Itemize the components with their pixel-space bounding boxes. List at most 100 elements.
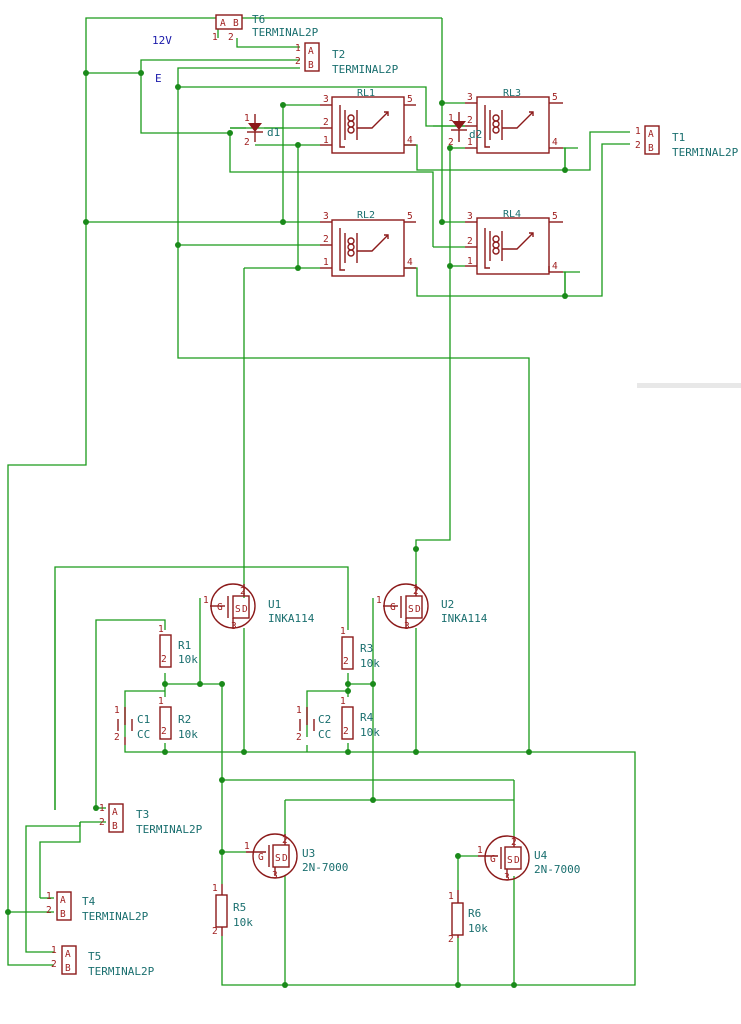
svg-text:1: 1	[158, 696, 164, 707]
transistor-u1[interactable]: 1 2 3 G S D U1 INKA114	[203, 583, 315, 632]
resistor-r5-ref: R5	[233, 901, 246, 914]
resistor-r6-value: 10k	[468, 922, 488, 935]
svg-text:1: 1	[99, 803, 105, 814]
svg-text:1: 1	[51, 945, 57, 956]
svg-text:2: 2	[323, 117, 329, 128]
svg-text:5: 5	[552, 92, 558, 103]
scrollbar-artifact	[637, 383, 741, 388]
svg-text:3: 3	[272, 870, 278, 881]
svg-text:B: B	[112, 821, 118, 832]
svg-text:A: A	[308, 46, 314, 57]
svg-text:1: 1	[635, 126, 641, 137]
terminal-t1-ref: T1	[672, 131, 685, 144]
terminal-t5-value: TERMINAL2P	[88, 965, 155, 978]
svg-text:2: 2	[635, 140, 641, 151]
diode-d2[interactable]: 1 2 d2	[448, 112, 482, 148]
svg-text:1: 1	[212, 32, 218, 43]
resistor-r3[interactable]: 1 2 R3 10k	[340, 626, 380, 670]
svg-text:B: B	[65, 963, 71, 974]
resistor-r3-ref: R3	[360, 642, 373, 655]
transistor-u2-ref: U2	[441, 598, 454, 611]
svg-text:1: 1	[467, 256, 473, 267]
svg-text:3: 3	[467, 92, 473, 103]
svg-text:2: 2	[448, 137, 454, 148]
resistor-r5[interactable]: 1 2 R5 10k	[212, 883, 253, 937]
resistor-r1[interactable]: 1 2 R1 10k	[158, 624, 198, 668]
svg-text:3: 3	[323, 94, 329, 105]
relay-rl3[interactable]: 3 2 1 5 4 RL3	[465, 88, 563, 154]
terminal-t6-ref: T6	[252, 13, 265, 26]
terminal-t2[interactable]: A B 1 2 T2 TERMINAL2P	[295, 42, 399, 76]
terminal-t2-ref: T2	[332, 48, 345, 61]
terminal-t4[interactable]: A B 1 2 T4 TERMINAL2P	[46, 891, 149, 923]
terminal-t5[interactable]: A B 1 2 T5 TERMINAL2P	[51, 945, 155, 978]
svg-text:D: D	[415, 604, 421, 615]
svg-text:1: 1	[114, 705, 120, 716]
transistor-u3[interactable]: 1 2 3 G S D U3 2N-7000	[244, 833, 348, 881]
svg-text:2: 2	[99, 817, 105, 828]
svg-text:G: G	[258, 852, 264, 863]
resistor-r2[interactable]: 1 2 R2 10k	[158, 696, 198, 741]
terminal-t3[interactable]: A B 1 2 T3 TERMINAL2P	[99, 803, 203, 836]
svg-text:1: 1	[340, 626, 346, 637]
svg-text:3: 3	[323, 211, 329, 222]
svg-text:1: 1	[295, 43, 301, 54]
svg-text:5: 5	[552, 211, 558, 222]
svg-text:2: 2	[161, 726, 167, 737]
capacitor-c1[interactable]: 1 2 C1 CC	[114, 705, 150, 745]
svg-text:B: B	[308, 60, 314, 71]
resistor-r4[interactable]: 1 2 R4 10k	[340, 696, 380, 740]
wires	[7, 17, 636, 986]
svg-text:2: 2	[295, 56, 301, 67]
terminal-t4-value: TERMINAL2P	[82, 910, 149, 923]
svg-text:2: 2	[228, 32, 234, 43]
svg-text:1: 1	[212, 883, 218, 894]
svg-text:G: G	[217, 602, 223, 613]
svg-text:2: 2	[212, 926, 218, 937]
svg-text:5: 5	[407, 94, 413, 105]
transistor-u4-value: 2N-7000	[534, 863, 580, 876]
terminal-t1[interactable]: A B 1 2 T1 TERMINAL2P	[635, 125, 739, 159]
svg-text:4: 4	[407, 135, 413, 146]
terminal-t6-value: TERMINAL2P	[252, 26, 319, 39]
svg-text:2: 2	[161, 654, 167, 665]
net-label-12v: 12V	[152, 34, 172, 47]
resistor-r6[interactable]: 1 2 R6 10k	[448, 890, 488, 945]
svg-text:2: 2	[244, 137, 250, 148]
svg-text:A: A	[648, 129, 654, 140]
svg-text:B: B	[648, 143, 654, 154]
relay-rl3-ref: RL3	[503, 88, 521, 99]
svg-text:A: A	[65, 949, 71, 960]
transistor-u4[interactable]: 1 2 3 G S D U4 2N-7000	[477, 835, 580, 883]
relay-rl4-ref: RL4	[503, 209, 521, 220]
junctions	[5, 70, 568, 988]
capacitor-c2-value: CC	[318, 728, 331, 741]
relay-rl1[interactable]: 3 2 1 5 4 RL1	[320, 88, 416, 154]
svg-text:2: 2	[51, 959, 57, 970]
svg-text:1: 1	[323, 257, 329, 268]
transistor-u2[interactable]: 1 2 3 G S D U2 INKA114	[376, 583, 488, 632]
terminal-t6[interactable]: A B 1 2 T6 TERMINAL2P	[212, 13, 319, 43]
resistor-r1-ref: R1	[178, 639, 191, 652]
svg-text:4: 4	[407, 257, 413, 268]
diode-d1[interactable]: 1 2 d1	[244, 113, 280, 148]
terminal-t5-ref: T5	[88, 950, 101, 963]
svg-text:1: 1	[323, 135, 329, 146]
relay-rl2[interactable]: 3 2 1 5 4 RL2	[320, 210, 416, 277]
svg-text:B: B	[60, 909, 66, 920]
svg-text:S: S	[408, 604, 414, 615]
resistor-r6-ref: R6	[468, 907, 481, 920]
svg-text:3: 3	[504, 872, 510, 883]
net-label-e: E	[155, 72, 162, 85]
relay-rl4[interactable]: 3 2 1 5 4 RL4	[465, 209, 563, 275]
transistor-u4-ref: U4	[534, 849, 548, 862]
svg-text:1: 1	[244, 113, 250, 124]
svg-text:1: 1	[244, 841, 250, 852]
resistor-r3-value: 10k	[360, 657, 380, 670]
svg-text:5: 5	[407, 211, 413, 222]
resistor-r2-value: 10k	[178, 728, 198, 741]
svg-text:2: 2	[448, 934, 454, 945]
relay-rl2-ref: RL2	[357, 210, 375, 221]
capacitor-c2[interactable]: 1 2 C2 CC	[296, 705, 331, 743]
